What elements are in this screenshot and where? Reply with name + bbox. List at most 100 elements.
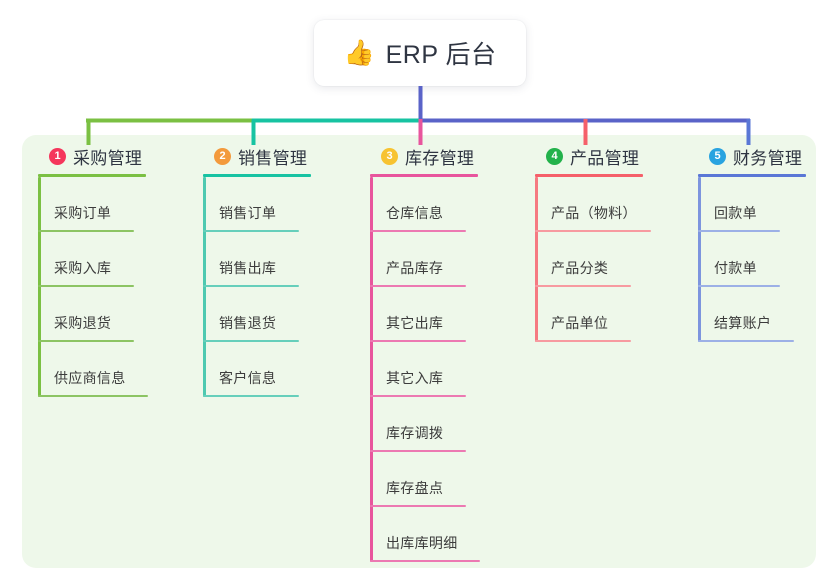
leaf-node[interactable]: 回款单 xyxy=(698,177,839,232)
leaf-label: 供应商信息 xyxy=(54,370,126,386)
leaf-label: 其它入库 xyxy=(386,370,444,386)
branch-title-5: 财务管理 xyxy=(733,148,803,168)
leaf-node[interactable]: 销售订单 xyxy=(203,177,353,232)
branch-spine-3 xyxy=(370,177,373,562)
branch-header-5[interactable]: 5 财务管理 xyxy=(698,143,839,169)
leaf-rule xyxy=(38,395,148,397)
leaf-rule xyxy=(203,285,299,287)
leaf-rule xyxy=(203,340,299,342)
leaf-label: 产品分类 xyxy=(551,260,609,276)
branch-column-5[interactable]: 5 财务管理 回款单 付款单 结算账户 xyxy=(698,143,839,342)
leaf-node[interactable]: 其它入库 xyxy=(370,342,520,397)
leaf-label: 产品（物料） xyxy=(551,205,637,221)
leaf-label: 采购入库 xyxy=(54,260,112,276)
branch-column-2[interactable]: 2 销售管理 销售订单 销售出库 销售退货 客户信息 xyxy=(203,143,353,397)
leaf-node[interactable]: 销售退货 xyxy=(203,287,353,342)
leaf-label: 库存盘点 xyxy=(386,480,444,496)
leaf-node[interactable]: 产品单位 xyxy=(535,287,695,342)
leaf-label: 采购退货 xyxy=(54,315,112,331)
leaf-label: 销售订单 xyxy=(219,205,277,221)
branch-header-1[interactable]: 1 采购管理 xyxy=(38,143,188,169)
leaf-rule xyxy=(698,230,780,232)
leaf-rule xyxy=(370,285,466,287)
leaf-rule xyxy=(370,395,466,397)
leaf-rule xyxy=(38,285,134,287)
leaf-node[interactable]: 付款单 xyxy=(698,232,839,287)
branch-underline-2 xyxy=(203,174,311,177)
leaf-node[interactable]: 采购入库 xyxy=(38,232,188,287)
root-node-title: ERP 后台 xyxy=(385,41,497,69)
branch-header-3[interactable]: 3 库存管理 xyxy=(370,143,520,169)
leaf-rule xyxy=(370,230,466,232)
branch-badge-2: 2 xyxy=(214,147,231,165)
leaf-node[interactable]: 供应商信息 xyxy=(38,342,188,397)
branch-column-4[interactable]: 4 产品管理 产品（物料） 产品分类 产品单位 xyxy=(535,143,695,342)
leaf-label: 销售出库 xyxy=(219,260,277,276)
leaf-rule xyxy=(535,285,631,287)
diagram-background-panel xyxy=(22,135,816,568)
leaf-label: 产品库存 xyxy=(386,260,444,276)
leaf-node[interactable]: 出库库明细 xyxy=(370,507,520,562)
branch-column-1[interactable]: 1 采购管理 采购订单 采购入库 采购退货 供应商信息 xyxy=(38,143,188,397)
branch-underline-3 xyxy=(370,174,478,177)
branch-column-3[interactable]: 3 库存管理 仓库信息 产品库存 其它出库 其它入库 库存调拨 xyxy=(370,143,520,562)
leaf-node[interactable]: 结算账户 xyxy=(698,287,839,342)
leaf-node[interactable]: 产品库存 xyxy=(370,232,520,287)
leaf-node[interactable]: 采购退货 xyxy=(38,287,188,342)
branch-items-2: 销售订单 销售出库 销售退货 客户信息 xyxy=(203,177,353,397)
leaf-node[interactable]: 产品分类 xyxy=(535,232,695,287)
branch-badge-3: 3 xyxy=(381,147,398,165)
leaf-label: 客户信息 xyxy=(219,370,277,386)
leaf-label: 出库库明细 xyxy=(386,535,458,551)
leaf-rule xyxy=(38,340,134,342)
branch-title-3: 库存管理 xyxy=(405,148,475,168)
leaf-node[interactable]: 库存调拨 xyxy=(370,397,520,452)
leaf-node[interactable]: 产品（物料） xyxy=(535,177,695,232)
leaf-node[interactable]: 采购订单 xyxy=(38,177,188,232)
leaf-label: 结算账户 xyxy=(714,315,772,331)
leaf-label: 采购订单 xyxy=(54,205,112,221)
branch-spine-2 xyxy=(203,177,206,397)
leaf-rule xyxy=(38,230,134,232)
branch-title-1: 采购管理 xyxy=(73,148,143,168)
branch-items-3: 仓库信息 产品库存 其它出库 其它入库 库存调拨 库存盘点 xyxy=(370,177,520,562)
leaf-rule xyxy=(698,340,794,342)
leaf-label: 销售退货 xyxy=(219,315,277,331)
leaf-node[interactable]: 其它出库 xyxy=(370,287,520,342)
branch-underline-1 xyxy=(38,174,146,177)
branch-spine-1 xyxy=(38,177,41,397)
branch-spine-4 xyxy=(535,177,538,342)
branch-title-4: 产品管理 xyxy=(570,148,640,168)
leaf-rule xyxy=(370,505,466,507)
branch-items-4: 产品（物料） 产品分类 产品单位 xyxy=(535,177,695,342)
leaf-rule xyxy=(203,230,299,232)
branch-header-4[interactable]: 4 产品管理 xyxy=(535,143,695,169)
leaf-label: 仓库信息 xyxy=(386,205,444,221)
branch-badge-5: 5 xyxy=(709,147,726,165)
leaf-node[interactable]: 库存盘点 xyxy=(370,452,520,507)
leaf-label: 付款单 xyxy=(714,260,757,276)
leaf-label: 产品单位 xyxy=(551,315,609,331)
branch-spine-5 xyxy=(698,177,701,342)
branch-badge-4: 4 xyxy=(546,147,563,165)
branch-underline-4 xyxy=(535,174,643,177)
leaf-node[interactable]: 销售出库 xyxy=(203,232,353,287)
leaf-rule xyxy=(370,450,466,452)
leaf-rule xyxy=(535,340,631,342)
root-node-erp-backend[interactable]: 👍 ERP 后台 xyxy=(314,20,526,86)
leaf-node[interactable]: 客户信息 xyxy=(203,342,353,397)
branch-title-2: 销售管理 xyxy=(238,148,308,168)
leaf-label: 库存调拨 xyxy=(386,425,444,441)
leaf-rule xyxy=(698,285,780,287)
leaf-node[interactable]: 仓库信息 xyxy=(370,177,520,232)
branch-underline-5 xyxy=(698,174,806,177)
branch-items-1: 采购订单 采购入库 采购退货 供应商信息 xyxy=(38,177,188,397)
branch-header-2[interactable]: 2 销售管理 xyxy=(203,143,353,169)
leaf-label: 回款单 xyxy=(714,205,757,221)
leaf-label: 其它出库 xyxy=(386,315,444,331)
leaf-rule xyxy=(370,340,466,342)
leaf-rule xyxy=(370,560,480,562)
branch-badge-1: 1 xyxy=(49,147,66,165)
thumbs-up-icon: 👍 xyxy=(343,38,375,67)
